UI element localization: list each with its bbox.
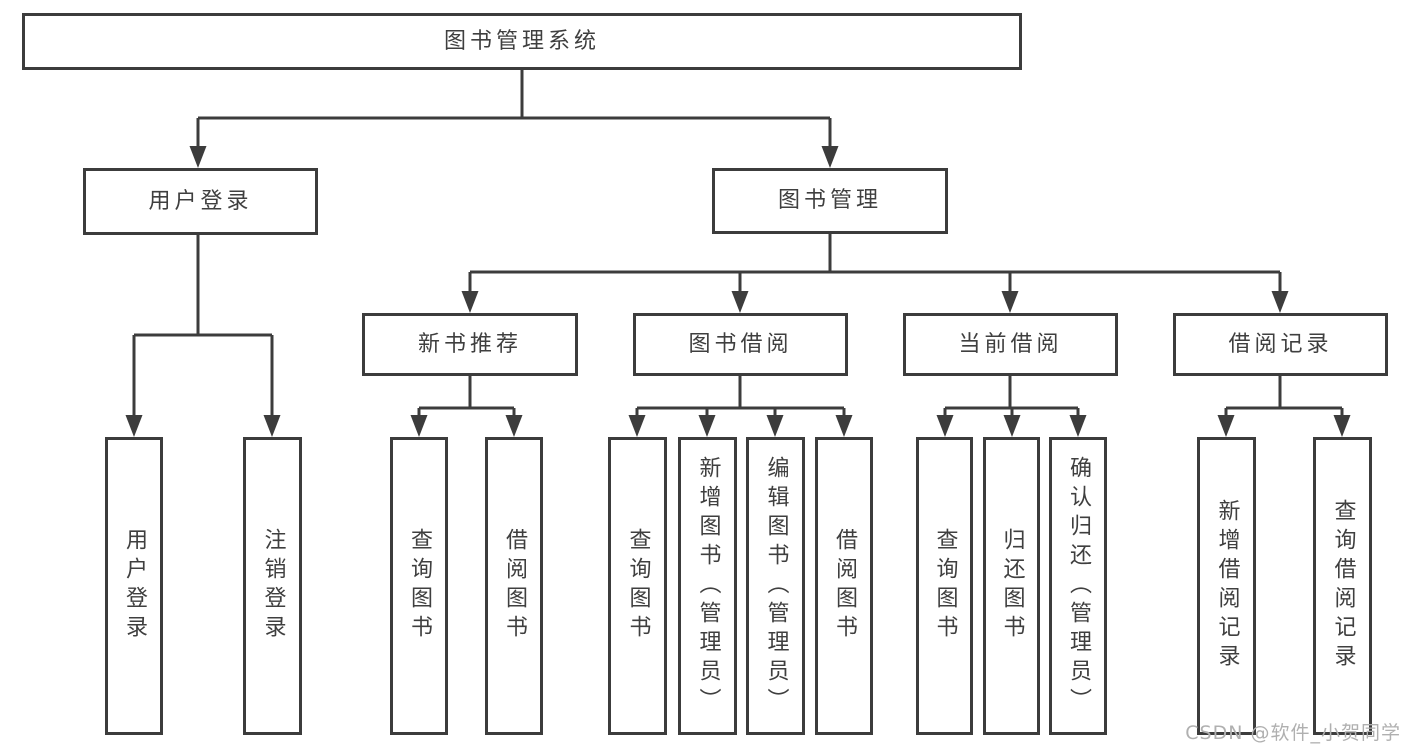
node-leaf-query-books-recommend: 查询图书: [390, 437, 448, 735]
node-borrowing-records-label: 借阅记录: [1228, 331, 1333, 357]
node-leaf-return-books-label: 归还图书: [999, 528, 1025, 644]
csdn-watermark: CSDN @软件_小贺同学: [1185, 722, 1401, 744]
node-leaf-confirm-return-admin: 确认归还（管理员）: [1049, 437, 1107, 735]
node-library-management-system: 图书管理系统: [22, 13, 1022, 70]
node-leaf-borrow-books-label: 借阅图书: [832, 528, 857, 644]
node-leaf-borrow-books-recommend: 借阅图书: [485, 437, 543, 735]
node-leaf-user-login: 用户登录: [105, 437, 163, 735]
node-new-book-recommendation: 新书推荐: [362, 313, 578, 376]
node-leaf-query-books-recommend-label: 查询图书: [407, 528, 432, 644]
node-leaf-user-login-label: 用户登录: [122, 528, 147, 644]
node-book-borrowing-label: 图书借阅: [688, 331, 793, 357]
node-leaf-query-borrow-record: 查询借阅记录: [1313, 437, 1372, 735]
node-leaf-query-books-borrowing-label: 查询图书: [625, 528, 651, 644]
node-user-login: 用户登录: [83, 168, 318, 235]
node-leaf-logout-label: 注销登录: [260, 528, 286, 644]
node-leaf-borrow-books-recommend-label: 借阅图书: [502, 528, 527, 644]
node-new-book-recommendation-label: 新书推荐: [417, 331, 522, 357]
node-leaf-add-borrow-record-label: 新增借阅记录: [1214, 499, 1240, 673]
node-current-borrowing: 当前借阅: [903, 313, 1118, 376]
node-leaf-query-books-current-label: 查询图书: [932, 528, 958, 644]
node-book-borrowing: 图书借阅: [633, 313, 848, 376]
node-user-login-label: 用户登录: [148, 188, 253, 214]
node-leaf-borrow-books: 借阅图书: [815, 437, 873, 735]
node-leaf-return-books: 归还图书: [983, 437, 1040, 735]
node-leaf-add-books-admin: 新增图书（管理员）: [678, 437, 737, 735]
node-current-borrowing-label: 当前借阅: [958, 331, 1063, 357]
node-book-management: 图书管理: [712, 168, 948, 234]
node-leaf-query-books-current: 查询图书: [916, 437, 973, 735]
node-leaf-add-borrow-record: 新增借阅记录: [1197, 437, 1256, 735]
node-leaf-query-books-borrowing: 查询图书: [608, 437, 667, 735]
node-leaf-edit-books-admin-label: 编辑图书（管理员）: [763, 455, 789, 717]
node-leaf-add-books-admin-label: 新增图书（管理员）: [695, 455, 721, 717]
node-leaf-confirm-return-admin-label: 确认归还（管理员）: [1066, 455, 1091, 717]
node-leaf-logout: 注销登录: [243, 437, 302, 735]
node-leaf-edit-books-admin: 编辑图书（管理员）: [746, 437, 805, 735]
node-borrowing-records: 借阅记录: [1173, 313, 1388, 376]
node-leaf-query-borrow-record-label: 查询借阅记录: [1330, 499, 1356, 673]
node-book-management-label: 图书管理: [777, 188, 882, 213]
node-library-management-system-label: 图书管理系统: [443, 28, 600, 54]
